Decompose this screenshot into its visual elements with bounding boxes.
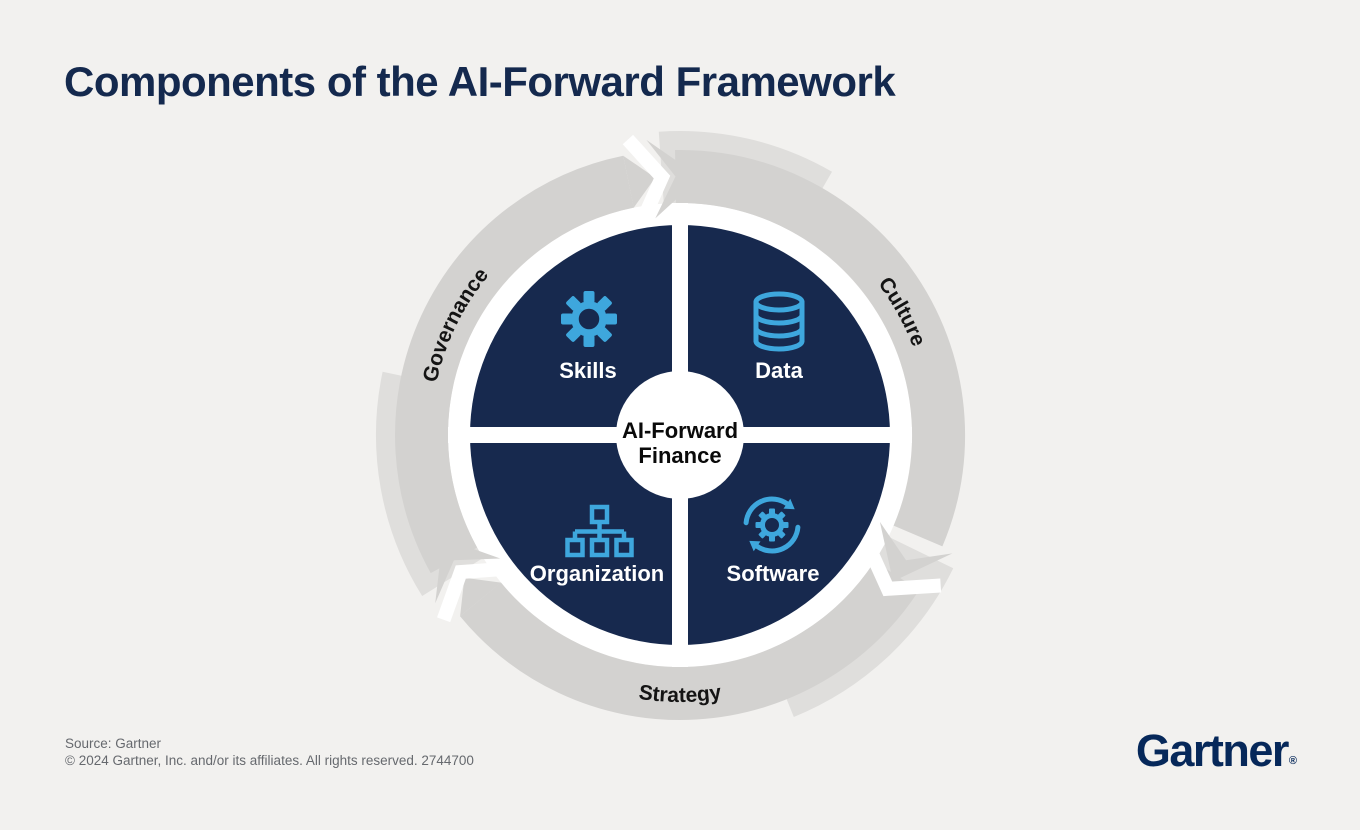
page-title: Components of the AI-Forward Framework [64, 58, 896, 105]
ring-label-strategy: Strategy [637, 681, 722, 707]
gear-sync-icon [743, 496, 801, 554]
ring-segment-culture [675, 149, 966, 547]
segment-tip-bottom-left [460, 577, 501, 617]
center-circle [616, 371, 744, 499]
chevron-notch-bottom-right [860, 540, 942, 597]
ring-arrowheads [435, 139, 701, 604]
white-chevrons [437, 134, 942, 623]
org-chart-icon [565, 504, 634, 558]
database-icon [753, 291, 805, 352]
chevron-notch-top [622, 134, 671, 225]
segment-tip-top [623, 155, 656, 208]
ring-segment-governance [395, 155, 634, 574]
ring-segment-tips [460, 155, 656, 617]
arrowhead-bottom-right [879, 521, 953, 582]
source-line: Source: Gartner [65, 736, 162, 751]
gear-icon [561, 291, 617, 347]
quadrant-label-organization: Organization [530, 561, 664, 586]
registered-trademark-icon: ® [1288, 755, 1297, 767]
quadrant-label-data: Data [755, 358, 803, 383]
gartner-logo: Gartner® [1135, 725, 1297, 776]
center-label-line1: AI-Forward [622, 418, 738, 443]
copyright-line: © 2024 Gartner, Inc. and/or its affiliat… [65, 752, 474, 768]
source-footer: Source: Gartner © 2024 Gartner, Inc. and… [65, 736, 474, 770]
ring-segment-strategy [460, 561, 920, 720]
ring-segments [395, 149, 966, 720]
chevron-notch-bottom-left [437, 561, 510, 623]
quadrant-label-skills: Skills [559, 358, 616, 383]
center-label-line2: Finance [638, 443, 721, 468]
arrowhead-bottom-left [435, 538, 501, 604]
quadrant-label-software: Software [727, 561, 820, 586]
gartner-wordmark: Gartner [1135, 725, 1290, 776]
arrowhead-top [646, 139, 701, 219]
